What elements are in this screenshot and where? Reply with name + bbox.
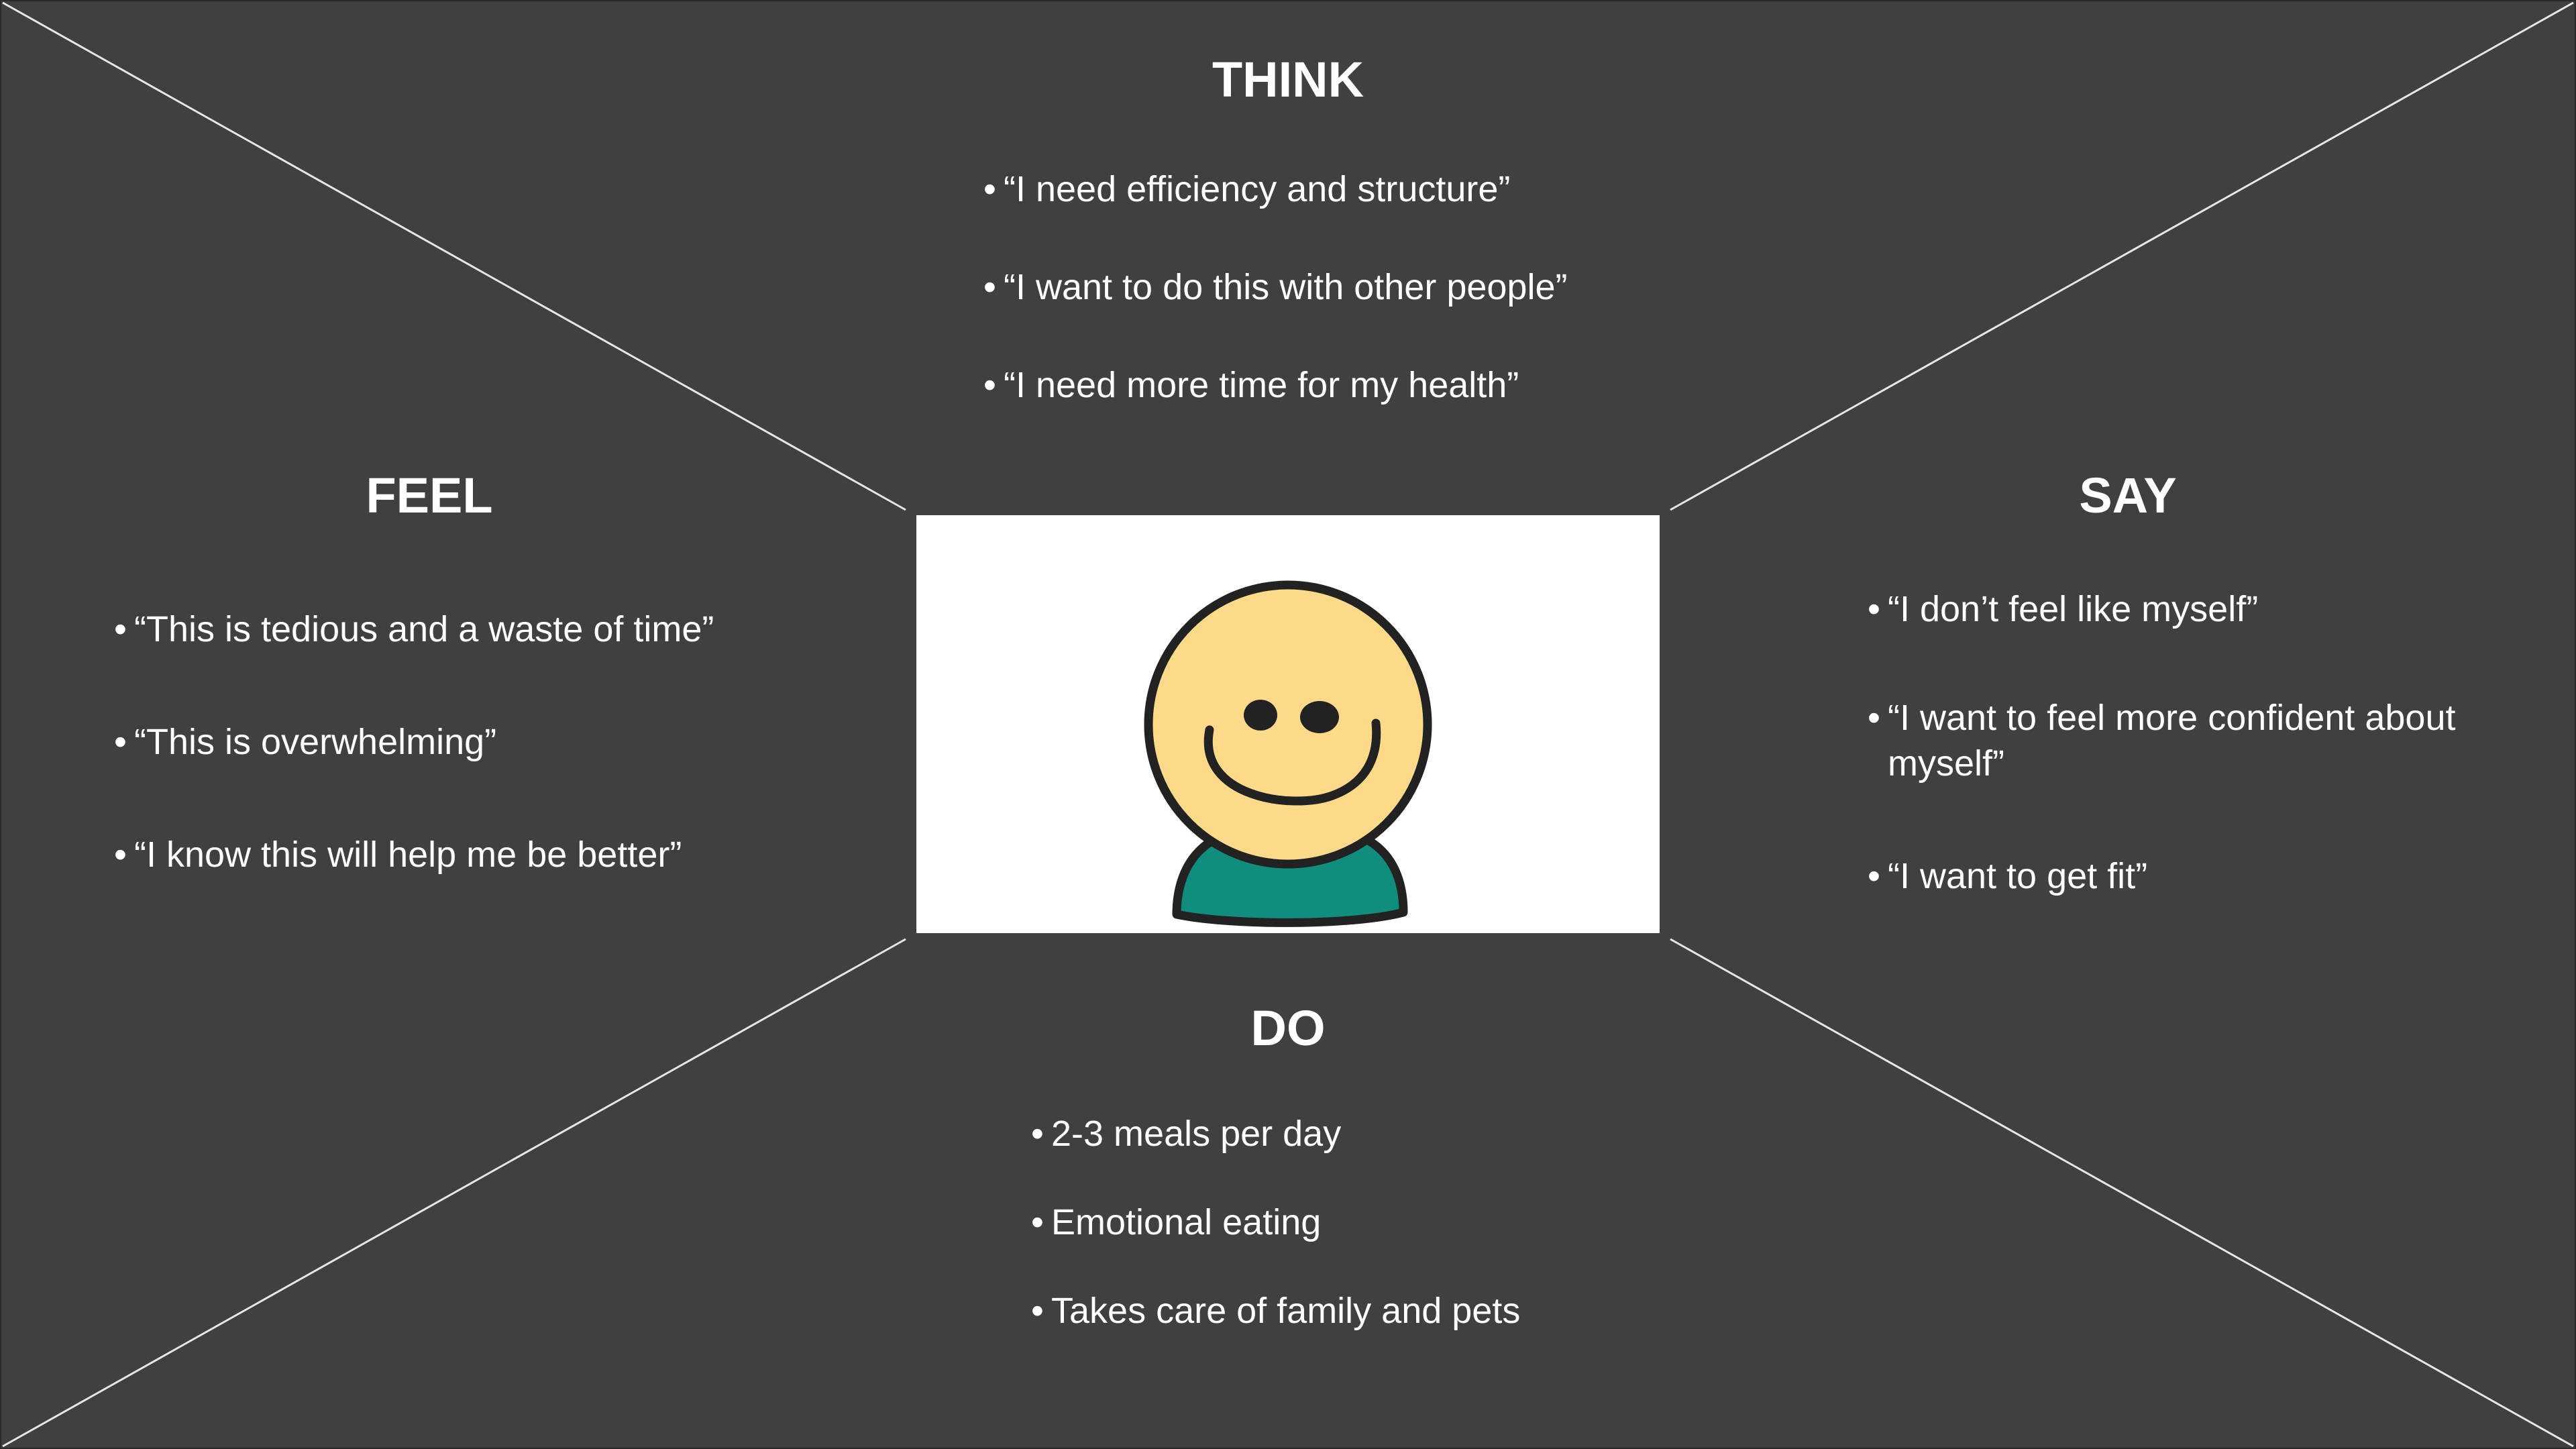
do-item: Takes care of family and pets [1031, 1288, 1520, 1377]
say-item: “I don’t feel like myself” [1868, 586, 2538, 695]
persona-panel [916, 515, 1660, 933]
do-heading: DO [1250, 1000, 1326, 1056]
divider-line-bottom-right [1670, 938, 2574, 1448]
think-list: “I need efficiency and structure” “I wan… [983, 166, 1567, 460]
persona-right-eye [1300, 701, 1339, 733]
persona-face [1144, 580, 1432, 869]
do-list: 2-3 meals per day Emotional eating Takes… [1031, 1111, 1520, 1377]
say-item: “I want to feel more confident about mys… [1868, 695, 2538, 853]
feel-item: “This is tedious and a waste of time” [114, 606, 714, 719]
think-item: “I need more time for my health” [983, 362, 1567, 460]
smiley-person-icon [1144, 580, 1432, 927]
do-item: Emotional eating [1031, 1199, 1520, 1288]
feel-item: “This is overwhelming” [114, 719, 714, 832]
say-item: “I want to get fit” [1868, 853, 2538, 899]
divider-line-bottom-left [2, 938, 906, 1448]
feel-list: “This is tedious and a waste of time” “T… [114, 606, 714, 945]
say-heading: SAY [2079, 468, 2177, 523]
think-heading: THINK [1212, 52, 1364, 107]
feel-item: “I know this will help me be better” [114, 832, 714, 945]
divider-line-top-right [1670, 1, 2574, 511]
feel-heading: FEEL [366, 468, 493, 523]
say-list: “I don’t feel like myself” “I want to fe… [1868, 586, 2538, 899]
think-item: “I want to do this with other people” [983, 264, 1567, 362]
persona-smile [1203, 718, 1381, 806]
think-item: “I need efficiency and structure” [983, 166, 1567, 264]
do-item: 2-3 meals per day [1031, 1111, 1520, 1199]
persona-left-eye [1244, 700, 1277, 731]
divider-line-top-left [2, 1, 906, 511]
